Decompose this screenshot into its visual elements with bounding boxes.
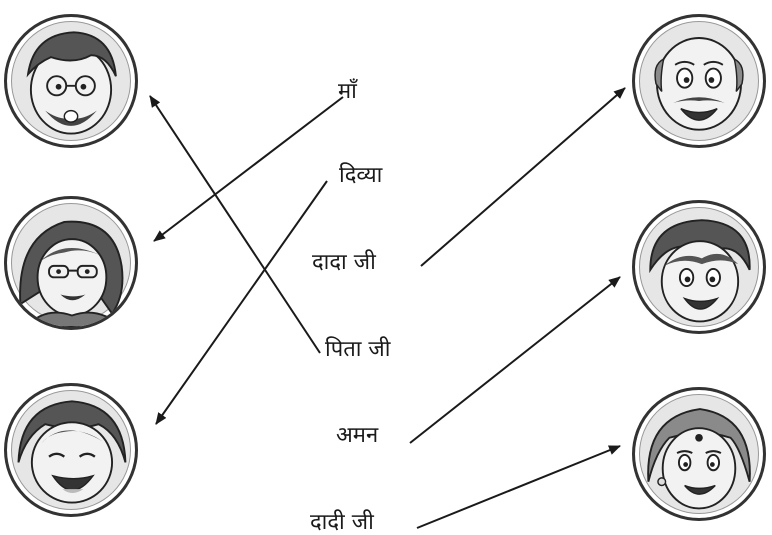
arrow-dadiji-to-grandmother — [417, 446, 620, 528]
arrow-dadaji-to-grandfather — [421, 88, 625, 266]
arrow-divya-to-girl — [156, 181, 327, 424]
arrow-aman-to-boy — [410, 277, 620, 443]
arrow-maa-to-mother — [154, 97, 343, 241]
